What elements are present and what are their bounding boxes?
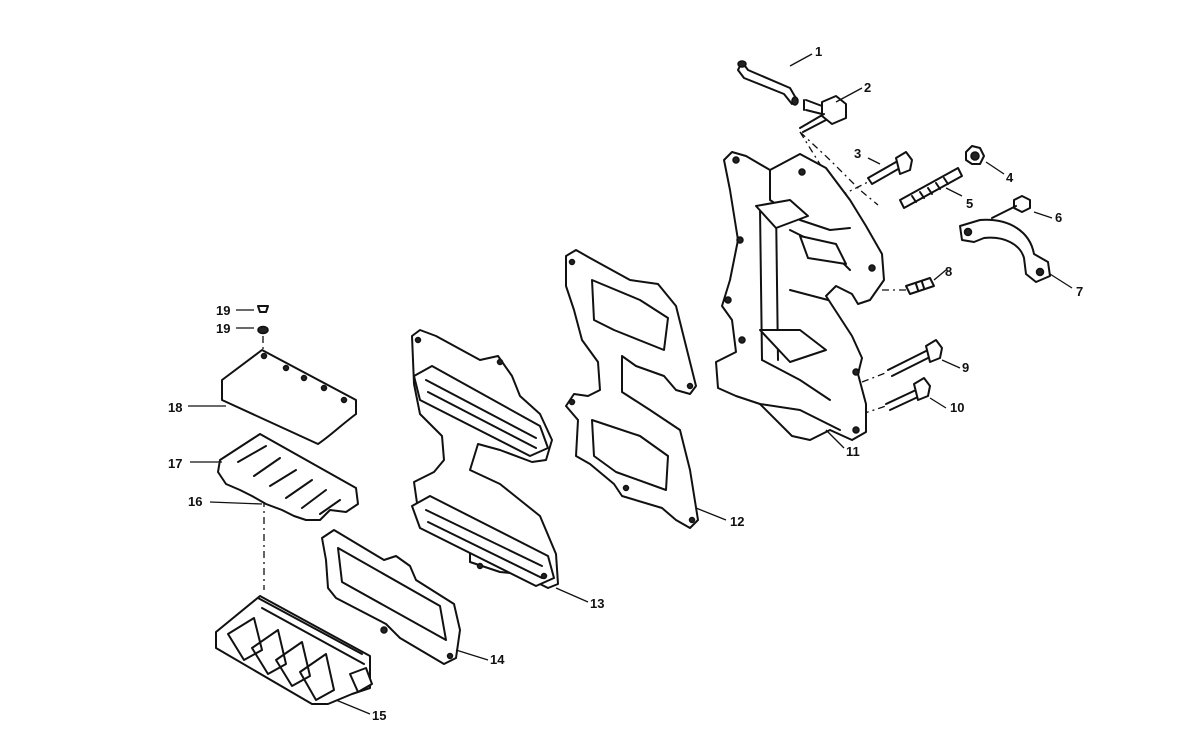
callout-7: 7: [1076, 284, 1083, 299]
part-12-gasket: [565, 249, 699, 529]
part-3-bolt: [839, 151, 913, 197]
callout-8: 8: [945, 264, 952, 279]
callout-6: 6: [1055, 210, 1062, 225]
part-17-reed-petals: [217, 433, 359, 521]
callout-12: 12: [730, 514, 744, 529]
part-19-screw-washer: [257, 305, 269, 350]
callout-4: 4: [1006, 170, 1014, 185]
part-7-clamp: [959, 218, 1051, 283]
part-13-reed-block: [411, 329, 559, 589]
callout-14: 14: [490, 652, 505, 667]
callout-1: 1: [815, 44, 822, 59]
part-2-fitting: [799, 95, 879, 206]
callout-11: 11: [846, 444, 860, 459]
callout-3: 3: [854, 146, 861, 161]
callout-19a: 19: [216, 303, 230, 318]
leader-lines: [188, 53, 1073, 715]
callout-10: 10: [950, 400, 964, 415]
callout-13: 13: [590, 596, 604, 611]
callout-labels: 1 2 3 4 5 6 7 8 9 10 11 12 13 14 15 16 1…: [168, 44, 1083, 723]
part-6-screw: [991, 195, 1031, 219]
callout-15: 15: [372, 708, 386, 723]
part-14-reed-plate: [321, 529, 461, 665]
part-11-adapter-plate: [715, 151, 885, 441]
callout-2: 2: [864, 80, 871, 95]
part-5-stud: [899, 167, 963, 209]
part-18-reed-stop: [221, 349, 357, 445]
callout-19b: 19: [216, 321, 230, 336]
part-8-stud: [882, 277, 935, 295]
part-9-bolt: [861, 339, 943, 383]
part-1-hose: [737, 60, 799, 106]
part-4-nut: [965, 145, 985, 165]
callout-9: 9: [962, 360, 969, 375]
part-10-bolt: [861, 377, 931, 415]
callout-17: 17: [168, 456, 182, 471]
part-15-reed-cage: [215, 595, 373, 705]
callout-16: 16: [188, 494, 202, 509]
callout-5: 5: [966, 196, 973, 211]
callout-18: 18: [168, 400, 182, 415]
